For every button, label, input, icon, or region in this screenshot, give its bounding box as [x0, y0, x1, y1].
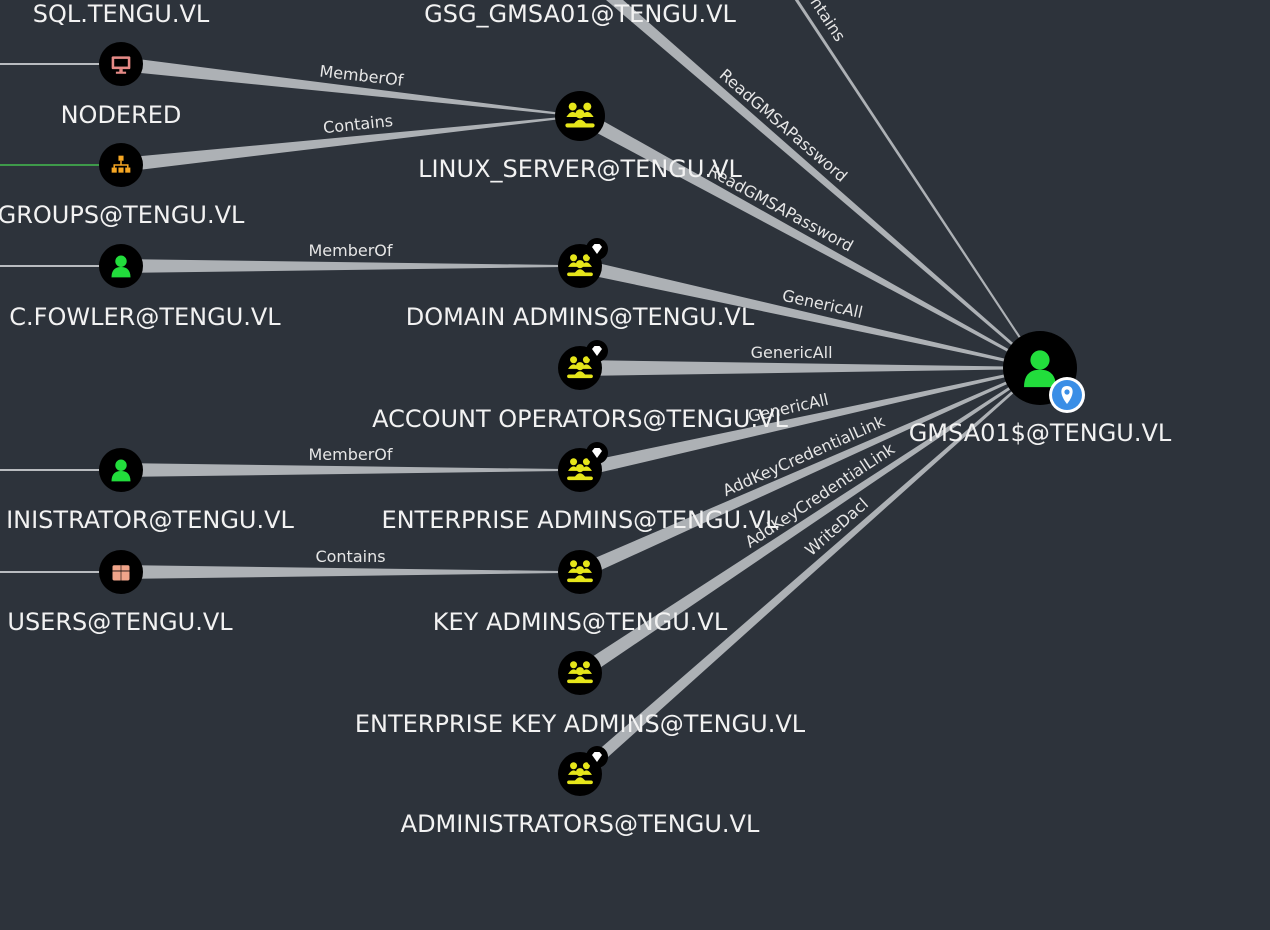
group-icon [567, 661, 593, 684]
gem-icon [592, 346, 602, 356]
node-label: GROUPS@TENGU.VL [0, 201, 245, 229]
node-label: ENTERPRISE ADMINS@TENGU.VL [381, 506, 779, 534]
node-label: DOMAIN ADMINS@TENGU.VL [406, 303, 755, 331]
edge-readgmsapassword[interactable] [576, 0, 1041, 369]
gem-icon [592, 448, 602, 458]
edge-label: Contains [322, 111, 394, 137]
edge-addkeycredentiallink[interactable] [577, 367, 1041, 579]
group-icon [567, 762, 593, 785]
edge-memberof[interactable] [121, 259, 580, 273]
edge-readgmsapassword[interactable] [576, 109, 1041, 369]
node-cfowler[interactable] [99, 244, 143, 288]
nodes-layer [99, 42, 1085, 796]
edge-memberof[interactable] [120, 57, 581, 117]
edge-memberof[interactable] [121, 463, 580, 477]
user-icon [1024, 350, 1056, 388]
node-label: LINUX_SERVER@TENGU.VL [418, 155, 742, 183]
node-label: GMSA01$@TENGU.VL [909, 419, 1172, 447]
edge-label: MemberOf [308, 445, 392, 464]
edge-labels-layer: MemberOfContainsMemberOfMemberOfContains… [308, 0, 898, 566]
edge-genericall[interactable] [578, 259, 1041, 369]
container-icon [112, 565, 130, 581]
node-label: KEY ADMINS@TENGU.VL [433, 608, 728, 636]
node-label: GSG_GMSA01@TENGU.VL [424, 0, 736, 28]
node-ent-key-admins[interactable] [558, 651, 602, 695]
group-icon [565, 102, 595, 128]
node-administrator[interactable] [99, 448, 143, 492]
edge-contains[interactable] [121, 565, 580, 579]
group-icon [567, 560, 593, 583]
node-account-ops[interactable] [558, 340, 608, 390]
node-label: USERS@TENGU.VL [7, 608, 233, 636]
node-label: ACCOUNT OPERATORS@TENGU.VL [372, 405, 788, 433]
group-icon [567, 356, 593, 379]
organizational-unit-icon [111, 155, 131, 173]
group-icon [567, 458, 593, 481]
node-labels-layer: SQL.TENGU.VL GSG_GMSA01@TENGU.VL NODERED LI… [0, 0, 1172, 838]
edge-genericall[interactable] [580, 360, 1040, 376]
node-administrators[interactable] [558, 746, 608, 796]
node-nodered[interactable] [99, 42, 143, 86]
gem-icon [592, 244, 602, 254]
edge-genericall[interactable] [578, 367, 1041, 477]
edge-label: GenericAll [751, 343, 833, 362]
edge-writedacl[interactable] [576, 367, 1041, 779]
edge-contains[interactable] [120, 115, 581, 172]
node-gmsa01[interactable] [1003, 331, 1085, 413]
node-users-cn[interactable] [99, 550, 143, 594]
node-label: SQL.TENGU.VL [33, 0, 210, 28]
gem-icon [592, 752, 602, 762]
user-icon [111, 255, 131, 278]
edge-ntains[interactable] [789, 0, 1041, 369]
edges-layer [0, 0, 1041, 779]
edge-label: MemberOf [308, 241, 392, 260]
node-groups-ou[interactable] [99, 143, 143, 187]
node-label: C.FOWLER@TENGU.VL [9, 303, 281, 331]
node-label: ADMINISTRATORS@TENGU.VL [401, 810, 760, 838]
node-enterprise-admins[interactable] [558, 442, 608, 492]
user-icon [111, 459, 131, 482]
node-key-admins[interactable] [558, 550, 602, 594]
edge-label: Contains [315, 547, 385, 566]
node-label: ENTERPRISE KEY ADMINS@TENGU.VL [355, 710, 806, 738]
node-domain-admins[interactable] [558, 238, 608, 288]
node-linux[interactable] [555, 91, 605, 141]
map-pin-icon [1061, 386, 1073, 404]
node-label: NODERED [61, 101, 182, 129]
node-label: INISTRATOR@TENGU.VL [6, 506, 294, 534]
computer-icon [111, 56, 131, 74]
group-icon [567, 254, 593, 277]
edge-addkeycredentiallink[interactable] [576, 367, 1041, 679]
